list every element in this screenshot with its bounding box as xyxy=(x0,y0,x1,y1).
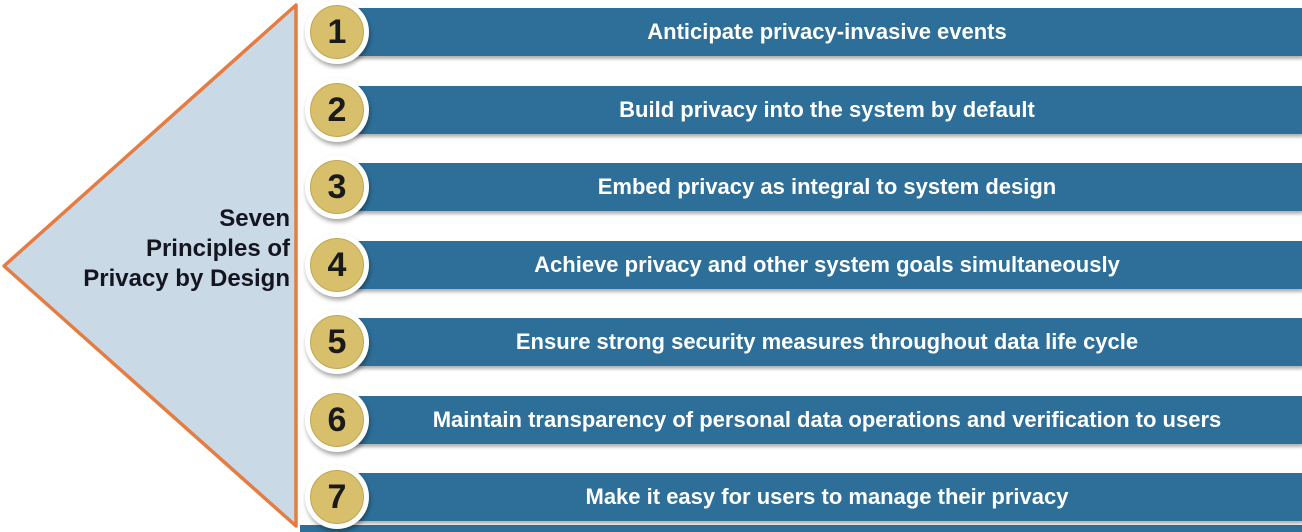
principle-row: Maintain transparency of personal data o… xyxy=(0,387,1302,452)
principle-number: 6 xyxy=(327,400,347,439)
principle-number: 3 xyxy=(327,168,347,206)
principle-number-badge: 6 xyxy=(305,387,369,452)
principle-row: Achieve privacy and other system goals s… xyxy=(0,232,1302,297)
principle-label: Build privacy into the system by default xyxy=(619,96,1035,122)
principle-number: 4 xyxy=(327,245,347,284)
principle-number-badge: 1 xyxy=(305,0,369,64)
principle-bar: Maintain transparency of personal data o… xyxy=(352,395,1302,444)
principle-bar: Achieve privacy and other system goals s… xyxy=(352,240,1302,289)
diagram-title: Seven Principles of Privacy by Design xyxy=(83,205,290,292)
bottom-accent-bar xyxy=(300,525,1302,532)
principle-label: Achieve privacy and other system goals s… xyxy=(534,251,1120,277)
principle-row: Embed privacy as integral to system desi… xyxy=(0,155,1302,219)
principle-label: Ensure strong security measures througho… xyxy=(515,329,1139,354)
principle-bar: Make it easy for users to manage their p… xyxy=(352,473,1302,521)
principle-bar: Anticipate privacy-invasive events xyxy=(352,8,1302,56)
principle-number-badge: 7 xyxy=(305,465,369,529)
principle-row: Anticipate privacy-invasive events 1 xyxy=(0,0,1302,64)
principle-label: Make it easy for users to manage their p… xyxy=(585,484,1069,509)
principle-number: 1 xyxy=(327,13,347,51)
principle-row: Make it easy for users to manage their p… xyxy=(0,465,1302,529)
principle-label: Embed privacy as integral to system desi… xyxy=(597,174,1057,199)
principle-bar: Build privacy into the system by default xyxy=(352,85,1302,134)
principle-label: Anticipate privacy-invasive events xyxy=(647,19,1007,44)
principle-number: 5 xyxy=(327,323,347,361)
principle-label: Maintain transparency of personal data o… xyxy=(432,406,1222,432)
principle-number: 2 xyxy=(327,90,347,129)
principle-bar: Ensure strong security measures througho… xyxy=(352,318,1302,366)
principle-number-badge: 3 xyxy=(305,155,369,219)
principle-number-badge: 2 xyxy=(305,77,369,142)
principle-number: 7 xyxy=(327,478,347,516)
principle-bar: Embed privacy as integral to system desi… xyxy=(352,163,1302,211)
principle-row: Ensure strong security measures througho… xyxy=(0,310,1302,374)
principle-number-badge: 4 xyxy=(305,232,369,297)
principle-number-badge: 5 xyxy=(305,310,369,374)
principle-row: Build privacy into the system by default… xyxy=(0,77,1302,142)
